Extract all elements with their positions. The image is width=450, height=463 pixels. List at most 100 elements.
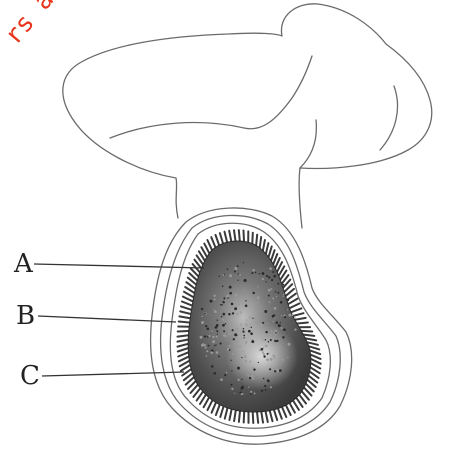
stipple-dot [257,296,260,299]
stipple-dot [294,328,296,330]
stipple-dot [274,307,277,310]
stipple-dot [277,292,279,294]
stipple-dot [262,272,265,275]
stipple-dot [271,330,272,331]
stipple-dot [242,330,244,332]
stipple-dot [240,324,242,326]
stipple-dot [262,322,264,324]
stipple-dot [204,313,206,315]
stipple-dot [217,352,219,354]
stipple-dot [270,339,272,341]
stipple-dot [263,340,264,341]
stipple-dot [232,312,234,314]
stipple-dot [236,328,238,330]
label-c-group: C [20,361,184,391]
stipple-dot [283,328,286,331]
stipple-dot [278,324,281,327]
stipple-dot [283,294,284,295]
leader-line-b [38,316,176,322]
stipple-dot [227,348,229,350]
stipple-dot [273,354,276,357]
stipple-dot [208,335,210,337]
watermark-text: rs a [0,0,59,50]
stipple-dot [218,355,220,357]
stipple-dot [271,279,273,281]
stipple-dot [224,374,226,376]
stipple-dot [229,274,232,277]
stipple-dot [205,347,207,349]
stipple-dot [268,289,271,292]
label-c: C [20,361,40,391]
stipple-dot [251,375,254,378]
stipple-dot [263,353,265,355]
stipple-dot [284,314,286,316]
stipple-dot [241,393,243,395]
stipple-dot [263,355,265,357]
stipple-dot [251,272,253,274]
stipple-dot [225,323,226,324]
stipple-dot [257,286,258,287]
stipple-dot [258,374,260,376]
stipple-dot [266,358,269,361]
stipple-dot [223,274,225,276]
stipple-dot [221,316,222,317]
stipple-dot [277,283,279,285]
stipple-dot [270,358,273,361]
stipple-dot [243,350,244,351]
stipple-dot [231,388,233,390]
stipple-dot [222,313,225,316]
inner-lumen-highlight [226,322,298,390]
upper-organ-fold [110,56,312,138]
stipple-dot [237,280,238,281]
stipple-dot [275,291,276,292]
stipple-dot [248,386,249,387]
stipple-dot [226,372,227,373]
stipple-dot [284,316,286,318]
stipple-dot [251,340,254,343]
stipple-dot [220,378,223,381]
stipple-dot [255,272,257,274]
stipple-dot [229,292,232,295]
stipple-dot [246,319,247,320]
stipple-dot [206,327,209,330]
stipple-dot [222,324,225,327]
stipple-dot [258,362,259,363]
stipple-dot [230,384,232,386]
stipple-dot [239,274,241,276]
stipple-dot [218,276,219,277]
stipple-dot [252,339,253,340]
stipple-dot [265,281,266,282]
stipple-dot [287,299,290,302]
stipple-dot [281,315,282,316]
stipple-dot [237,304,239,306]
stipple-dot [213,309,214,310]
stipple-dot [238,273,239,274]
stipple-dot [294,317,296,319]
stipple-dot [259,273,260,274]
stipple-dot [268,295,270,297]
stipple-dot [224,300,225,301]
stipple-dot [233,301,236,304]
stipple-dot [275,330,277,332]
stipple-dot [260,348,263,351]
stipple-dot [254,392,256,394]
stipple-dot [271,288,273,290]
stipple-dot [236,341,238,343]
stipple-dot [282,358,285,361]
stipple-dot [236,335,237,336]
stipple-dot [288,314,291,317]
stipple-dot [243,262,244,263]
stipple-dot [282,336,284,338]
stipple-dot [267,323,268,324]
stipple-dot [212,340,215,343]
stipple-dot [215,344,216,345]
stipple-dot [243,335,245,337]
stipple-dot [240,387,243,390]
stipple-dot [211,351,214,354]
leader-line-a [34,264,204,268]
stipple-dot [223,297,225,299]
stipple-dot [228,345,230,347]
stipple-dot [268,276,270,278]
stipple-dot [234,267,237,270]
